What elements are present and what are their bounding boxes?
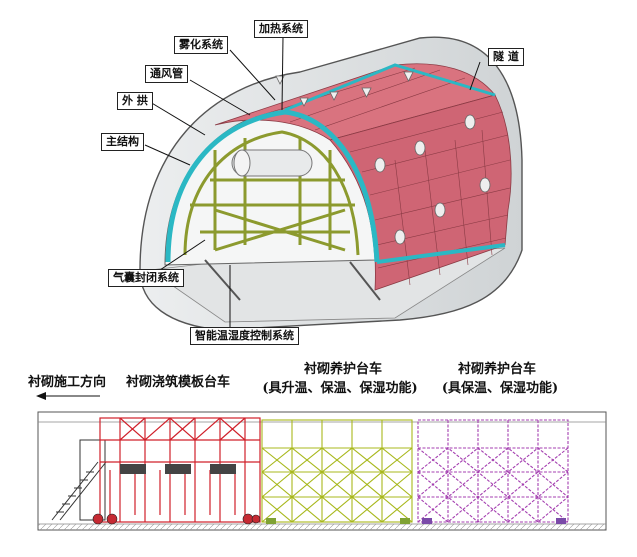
caption-curing-trolley-2-sub: (具保温、保湿功能) — [441, 381, 559, 396]
seal-edge-bottom — [376, 243, 506, 264]
tunnel-illustration — [139, 36, 523, 331]
caption-formwork-trolley: 衬砌浇筑模板台车 — [126, 375, 231, 390]
label-mist-system: 雾化系统 — [174, 36, 228, 54]
curing-trolley-1 — [261, 419, 413, 523]
curing-trolley-2 — [417, 419, 569, 523]
seal-edge-top — [284, 63, 496, 112]
direction-arrow-head — [36, 392, 46, 400]
rails — [204, 259, 381, 301]
main-structure-frame — [183, 130, 360, 256]
vent-pipe — [231, 149, 313, 177]
elevation-drawing — [36, 392, 607, 531]
panel-seams — [254, 67, 511, 286]
formwork-doors — [120, 464, 236, 474]
label-heating-system: 加热系统 — [254, 20, 308, 38]
curing-trolley-1-wheels — [266, 518, 410, 524]
leader-lines — [144, 36, 481, 328]
heater-ports — [374, 114, 491, 245]
label-main-structure: 主结构 — [101, 133, 144, 151]
caption-curing-trolley-2-title: 衬砌养护台车 — [457, 362, 536, 377]
caption-curing-trolley-1-title: 衬砌养护台车 — [303, 362, 382, 377]
caption-curing-trolley-1-sub: (具升温、保温、保湿功能) — [262, 381, 418, 396]
label-climate-control: 智能温湿度控制系统 — [190, 327, 299, 345]
airbag-seal-edge — [165, 109, 380, 263]
label-vent-pipe: 通风管 — [145, 65, 188, 83]
formwork-wheels — [92, 513, 261, 525]
caption-direction: 衬砌施工方向 — [28, 375, 107, 390]
access-stair — [51, 439, 107, 521]
label-outer-arch: 外 拱 — [117, 92, 153, 110]
label-tunnel: 隧 道 — [488, 48, 524, 66]
curing-trolley-2-wheels — [422, 518, 566, 524]
label-airbag-seal: 气囊封闭系统 — [108, 269, 184, 287]
